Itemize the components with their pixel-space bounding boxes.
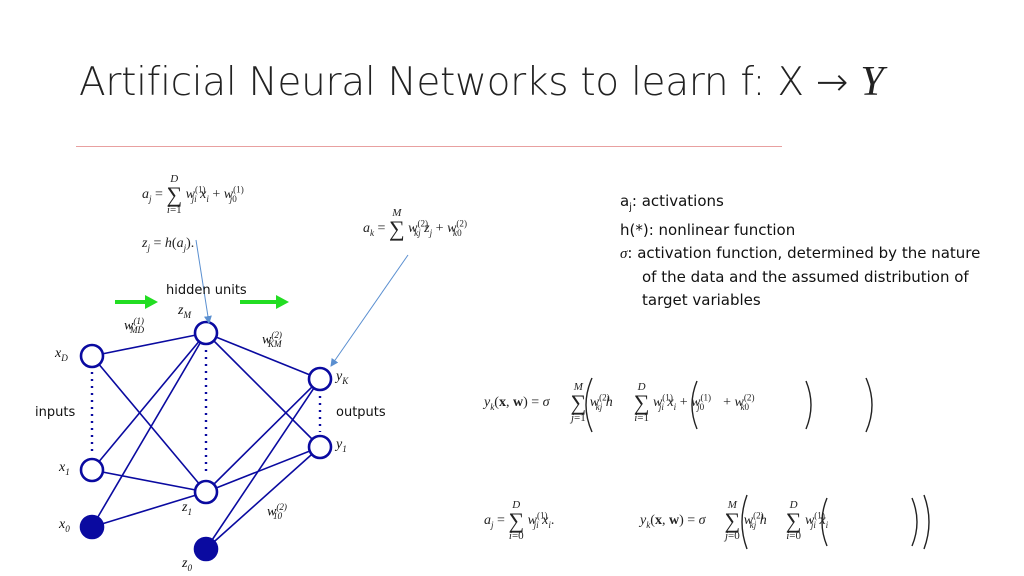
- green-arrow-left-head: [145, 295, 158, 309]
- edge-z1-y1: [205, 446, 321, 493]
- label-xD: xD: [55, 346, 68, 363]
- edge-z0-yK: [205, 378, 321, 550]
- label-weight-KM: w(2)KM: [262, 330, 282, 350]
- edge-xD-z1: [91, 355, 207, 493]
- label-yK: yK: [336, 369, 349, 386]
- inputs-label: inputs: [35, 405, 76, 420]
- node-y1: [307, 434, 333, 460]
- note-activations: aj: activations: [620, 192, 724, 213]
- dotted-connectors: [90, 350, 322, 476]
- edge-x1-z1: [91, 469, 207, 493]
- node-zM: [193, 320, 219, 346]
- slide-title: Artificial Neural Networks to learn f: X…: [79, 58, 884, 106]
- edge-z0-y1: [205, 446, 321, 550]
- paren-outer-right: [865, 377, 873, 433]
- label-y1: y1: [336, 437, 347, 454]
- title-text: Artificial Neural Networks to learn f: X…: [79, 60, 861, 105]
- paren-c-inner-right: [911, 497, 918, 547]
- flow-arrows: [115, 295, 289, 309]
- paren-c-outer-right: [923, 494, 930, 550]
- edge-x1-zM: [91, 332, 207, 471]
- title-symbol: Y: [860, 59, 884, 105]
- equation-zj: zj = h(aj).: [142, 236, 195, 253]
- label-z0: z0: [182, 556, 192, 573]
- node-z0: [193, 536, 219, 562]
- outputs-label: outputs: [336, 405, 386, 420]
- equation-aj: aj = D∑i=1 w(1)ji xi + w(1)j0: [142, 173, 244, 216]
- edge-xD-zM: [91, 332, 207, 357]
- pointer-zj-to-zM: [195, 239, 212, 324]
- label-z1: z1: [182, 500, 192, 517]
- equation-ak: ak = M∑ w(2)kj zj + w(2)k0: [363, 207, 468, 241]
- edge-z1-yK: [205, 378, 321, 493]
- note-sigma: σ: activation function, determined by th…: [620, 244, 981, 262]
- green-arrow-left-shaft: [115, 300, 147, 304]
- paren-c-outer-left: [741, 494, 748, 550]
- equation-yk-compact: yk(x, w) = σ M∑j=0 w(2)kj h D∑i=0 w(1)ji…: [640, 499, 829, 542]
- label-weight-MD: w(1)MD: [124, 316, 145, 336]
- equation-aj-compact: aj = D∑i=0 w(1)ji xi.: [484, 499, 555, 542]
- network-edges: [91, 332, 321, 550]
- notes-block: aj: activations h(*): nonlinear function…: [620, 190, 1020, 312]
- edge-zM-y1: [205, 332, 321, 448]
- paren-inner-left: [691, 380, 698, 430]
- paren-outer-left: [585, 377, 593, 433]
- network-nodes: [79, 320, 333, 562]
- node-xD: [79, 343, 105, 369]
- node-x0: [79, 514, 105, 540]
- note-nonlinear: h(*): nonlinear function: [620, 221, 796, 239]
- edge-zM-yK: [205, 332, 321, 380]
- pointer-ak-to-yK: [330, 254, 409, 367]
- equation-parens: [585, 377, 930, 550]
- node-yK: [307, 366, 333, 392]
- edge-x0-zM: [91, 332, 207, 528]
- note-sigma-cont-2: target variables: [642, 291, 761, 309]
- paren-inner-right: [805, 380, 812, 430]
- label-x1: x1: [59, 460, 70, 477]
- hidden-units-label: hidden units: [166, 283, 247, 298]
- green-arrow-right-head: [276, 295, 289, 309]
- note-sigma-cont-1: of the data and the assumed distribution…: [642, 268, 969, 286]
- node-z1: [193, 479, 219, 505]
- equation-yk-full: yk(x, w) = σ M∑j=1 w(2)kj h D∑i=1 w(1)ji…: [484, 381, 755, 424]
- label-zM: zM: [178, 303, 192, 320]
- paren-c-inner-left: [821, 497, 828, 547]
- label-x0: x0: [59, 517, 70, 534]
- edge-x0-z1: [91, 491, 207, 528]
- green-arrow-right-shaft: [240, 300, 278, 304]
- label-weight-10: w(2)10: [267, 502, 287, 522]
- title-divider: [76, 146, 782, 147]
- node-x1: [79, 457, 105, 483]
